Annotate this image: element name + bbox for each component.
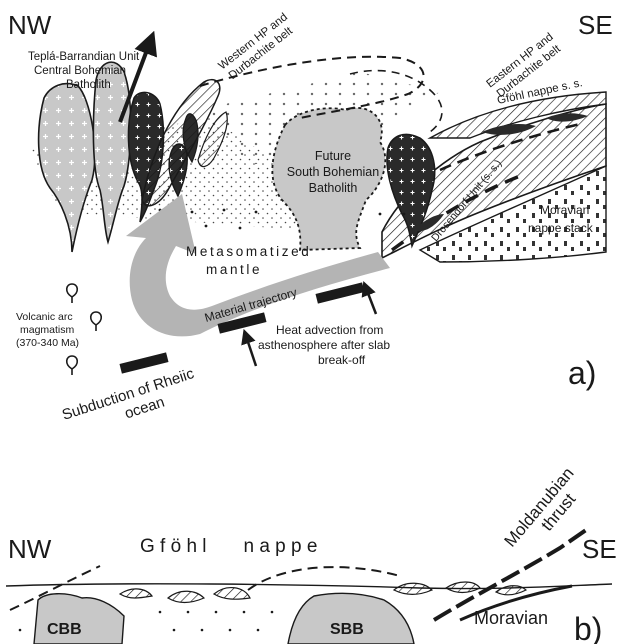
gfohl-fold-1 (120, 589, 152, 598)
tepla-line3: Batholith (66, 79, 111, 91)
heat-line3: break-off (318, 353, 366, 367)
future-line2: South Bohemian (287, 165, 379, 179)
volcanic-drop-2 (91, 312, 102, 331)
heat-arrow-1 (246, 336, 256, 366)
slab-segment-1 (120, 352, 169, 373)
future-line3: Batholith (309, 181, 358, 195)
heat-line1: Heat advection from (276, 323, 383, 337)
cbb-label: CBB (47, 621, 82, 638)
gfohl-fold-3 (214, 588, 250, 600)
gfohl-fold-6 (496, 586, 526, 595)
panel-b: NW SE G f ö h l n a p p e CBB (6, 464, 617, 644)
volcanic-drop-3 (67, 356, 78, 375)
pluton-west-1 (39, 84, 95, 252)
panel-a: NW SE (8, 10, 613, 441)
moldanubian-label: Moldanubian thrust (501, 464, 592, 562)
gfohl-fold-4 (394, 583, 432, 594)
volcanic-drop-1 (67, 284, 78, 303)
moravian-b-label: Moravian (474, 608, 548, 628)
heat-arrow-2 (366, 288, 376, 314)
gfohl-fold-2 (168, 591, 204, 602)
corner-se: SE (578, 10, 613, 40)
volcanic-label: Volcanic arc magmatism (370-340 Ma) (16, 311, 79, 349)
metasomatized-line1: Metasomatized (186, 244, 311, 259)
western-label: Western HP and Durbachite belt (216, 11, 298, 83)
panel-label-b: b) (574, 611, 602, 644)
future-line1: Future (315, 149, 351, 163)
tepla-line2: Central Bohemian (34, 65, 126, 77)
metasomatized-label: Metasomatized mantle (186, 244, 311, 277)
panel-label-a: a) (568, 355, 596, 391)
volcanic-line2: magmatism (20, 324, 75, 336)
subduction-label: Subduction of Rheiic ocean (60, 365, 202, 441)
corner-se-b: SE (582, 534, 617, 564)
moravian-line2: nappe stack (528, 221, 594, 235)
corner-nw: NW (8, 10, 52, 40)
volcanic-line3: (370-340 Ma) (16, 337, 79, 349)
moravian-line1: Moravian (540, 203, 589, 217)
gfohl-fold-5 (446, 582, 480, 593)
gfohl-nappe-label: G f ö h l n a p p e (140, 536, 317, 557)
corner-nw-b: NW (8, 534, 52, 564)
tepla-line1: Teplá-Barrandian Unit (28, 51, 140, 63)
heat-line2: asthenosphere after slab (258, 338, 390, 352)
heat-label: Heat advection from asthenosphere after … (258, 323, 390, 367)
volcanic-line1: Volcanic arc (16, 311, 73, 323)
sbb-label: SBB (330, 621, 364, 638)
metasomatized-line2: mantle (206, 262, 262, 277)
